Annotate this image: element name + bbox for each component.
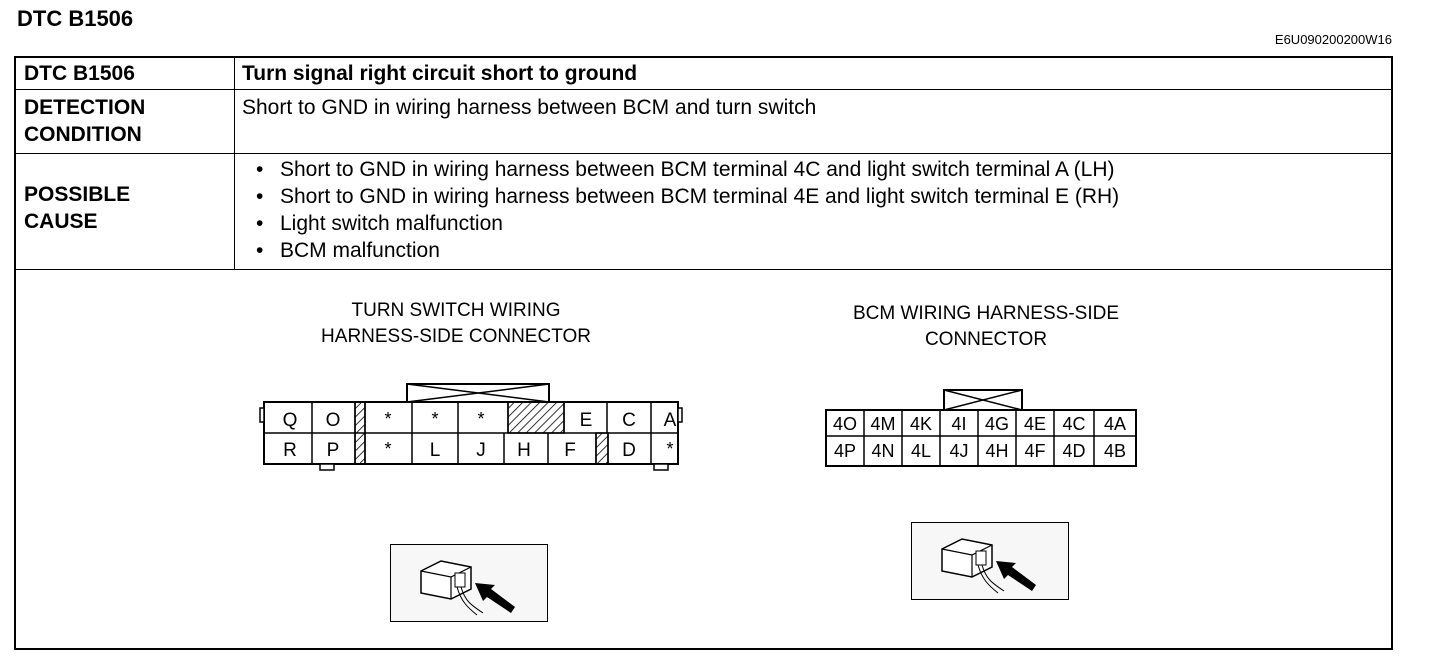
dtc-label: DTC B1506 — [16, 58, 235, 89]
connector-latch — [943, 389, 1023, 411]
turn-switch-connector: Q O * * * E C A R P * L J H F D * — [259, 383, 683, 471]
pin-label: J — [476, 440, 486, 461]
bullet: • — [256, 158, 264, 181]
pin-label: 4I — [951, 414, 966, 434]
possible-cause-label: POSSIBLE CAUSE — [16, 154, 235, 269]
pin-label: 4B — [1104, 441, 1126, 461]
pin-label: 4F — [1024, 441, 1045, 461]
pin-label: * — [384, 409, 391, 429]
pin-label: 4E — [1024, 414, 1046, 434]
title-line: HARNESS-SIDE CONNECTOR — [321, 326, 591, 347]
detection-label-line: DETECTION — [24, 96, 146, 119]
title-line: CONNECTOR — [924, 329, 1048, 350]
hatched-divider — [595, 432, 609, 465]
turn-switch-connector-title: TURN SWITCH WIRING HARNESS-SIDE CONNECTO… — [256, 298, 656, 350]
cause-text: Short to GND in wiring harness between B… — [280, 185, 1120, 208]
pin-label: H — [517, 440, 531, 461]
title-line: BCM WIRING HARNESS-SIDE — [852, 303, 1120, 324]
list-item: • Light switch malfunction — [242, 210, 1391, 237]
pin-label: 4C — [1062, 414, 1085, 434]
cause-text: Light switch malfunction — [280, 212, 503, 235]
pin-label: 4L — [911, 441, 931, 461]
connector-front-view-arrow-icon — [911, 522, 1069, 600]
pin-label: R — [283, 440, 297, 461]
list-item: • BCM malfunction — [242, 237, 1391, 264]
connector-foot — [653, 463, 669, 471]
pin-label: 4O — [833, 414, 857, 434]
pin-label: 4A — [1104, 414, 1126, 434]
bullet: • — [256, 239, 264, 262]
bullet: • — [256, 212, 264, 235]
cause-text: Short to GND in wiring harness between B… — [280, 158, 1115, 181]
bcm-connector: 4O 4M 4K 4I 4G 4E 4C 4A 4P 4N 4L 4J 4H 4F 4D 4B — [825, 389, 1137, 467]
connector-side-tab — [259, 407, 265, 423]
detection-label-line: CONDITION — [24, 123, 142, 146]
connector-foot — [319, 463, 335, 471]
hatched-divider — [354, 401, 366, 465]
pin-label: 4P — [834, 441, 856, 461]
list-item: • Short to GND in wiring harness between … — [242, 183, 1391, 210]
connector-side-tab — [677, 407, 683, 423]
table-row-possible-cause: POSSIBLE CAUSE • Short to GND in wiring h… — [16, 154, 1391, 270]
pin-label: 4M — [870, 414, 895, 434]
pin-label: 4N — [871, 441, 894, 461]
possible-cause-label-line: CAUSE — [24, 210, 98, 233]
connector-latch — [406, 383, 550, 403]
pin-label: D — [622, 440, 636, 461]
pin-label: * — [477, 409, 484, 429]
dtc-table: DTC B1506 Turn signal right circuit shor… — [14, 56, 1393, 650]
pin-label: O — [326, 410, 341, 431]
pin-label: A — [664, 410, 677, 431]
detection-condition-text: Short to GND in wiring harness between B… — [242, 96, 817, 119]
pin-label: F — [564, 440, 576, 461]
pin-label: * — [666, 439, 673, 459]
pin-label: * — [431, 409, 438, 429]
pin-label: 4H — [985, 441, 1008, 461]
detection-label: DETECTION CONDITION — [16, 90, 235, 153]
bullet: • — [256, 185, 264, 208]
pin-label: C — [622, 410, 636, 431]
possible-cause-label-line: POSSIBLE — [24, 183, 131, 206]
connector-diagram-area: TURN SWITCH WIRING HARNESS-SIDE CONNECTO… — [16, 270, 1391, 648]
pin-label: 4J — [949, 441, 968, 461]
cause-text: BCM malfunction — [280, 239, 440, 262]
dtc-description: Turn signal right circuit short to groun… — [242, 62, 638, 85]
pin-label: P — [327, 440, 340, 461]
list-item: • Short to GND in wiring harness between … — [242, 156, 1391, 183]
bcm-connector-title: BCM WIRING HARNESS-SIDE CONNECTOR — [786, 301, 1186, 353]
pin-label: 4G — [985, 414, 1009, 434]
pin-label: L — [430, 440, 441, 461]
possible-cause-list: • Short to GND in wiring harness between … — [235, 154, 1391, 269]
title-line: TURN SWITCH WIRING — [351, 300, 561, 321]
table-row-detection: DETECTION CONDITION Short to GND in wiri… — [16, 90, 1391, 154]
page-title: DTC B1506 — [17, 6, 134, 31]
pin-label: Q — [283, 410, 298, 431]
pin-label: 4D — [1062, 441, 1085, 461]
pin-label: E — [580, 410, 593, 431]
pin-label: 4K — [910, 414, 932, 434]
connector-front-view-arrow-icon — [390, 544, 548, 622]
connector-body — [825, 409, 1137, 467]
pin-label: * — [384, 439, 391, 459]
table-row-dtc: DTC B1506 Turn signal right circuit shor… — [16, 58, 1391, 90]
hatched-blank-cavity — [507, 401, 565, 434]
document-code: E6U090200200W16 — [1274, 32, 1392, 47]
